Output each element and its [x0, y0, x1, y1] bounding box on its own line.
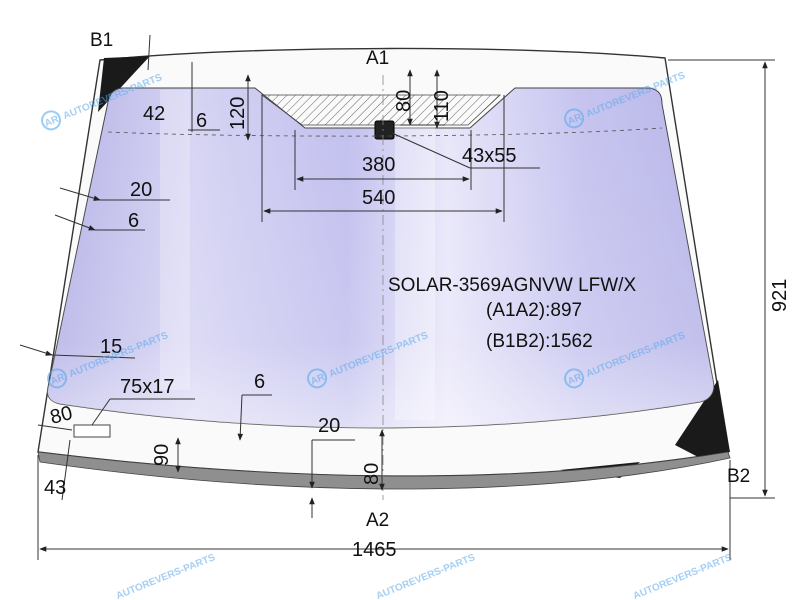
dim-leader [237, 394, 244, 441]
dim-label-42: 42 [143, 103, 165, 125]
dim-line [37, 424, 73, 431]
dim-leader [51, 354, 136, 359]
point-label-b1: B1 [90, 30, 113, 51]
watermark-logo: AR [43, 114, 61, 130]
dim-label-6-left: 6 [128, 210, 139, 232]
watermark-logo: AR [566, 372, 584, 388]
watermark: AUTOREVERS-PARTS [115, 552, 217, 600]
dim-label-6-bottom: 6 [254, 371, 265, 393]
dim-label-120: 120 [227, 97, 249, 130]
b1b2-distance: (B1B2):1562 [486, 331, 593, 352]
point-label-b2: B2 [727, 466, 750, 487]
bottom-band [37, 451, 731, 490]
product-code: SOLAR-3569AGNVW LFW/X [388, 275, 636, 296]
dim-label-43: 43 [44, 477, 66, 499]
watermark-logo: AR [309, 372, 327, 388]
watermark-text: AUTOREVERS-PARTS [632, 552, 734, 600]
black-print-bottom-right [675, 380, 730, 458]
sensor-window [374, 120, 395, 140]
dim-label-1465: 1465 [352, 539, 397, 561]
dim-leader [91, 398, 111, 426]
dim-label-80-top: 80 [393, 90, 415, 112]
vin-window [73, 424, 111, 438]
dim-leader [59, 187, 101, 201]
dim-label-6-top: 6 [196, 110, 207, 132]
watermark-logo: AR [566, 112, 584, 128]
dim-line [61, 439, 71, 501]
dim-label-380: 380 [362, 154, 395, 176]
point-label-a1: A1 [366, 48, 389, 69]
watermark-logo-icon [41, 110, 62, 131]
dim-label-80-left: 80 [48, 402, 75, 429]
dim-label-90: 90 [151, 444, 173, 466]
light-streak [160, 90, 190, 390]
dim-label-80-bottom: 80 [361, 463, 383, 485]
dim-label-43x55: 43x55 [462, 145, 517, 167]
dim-label-20-left: 20 [130, 179, 152, 201]
tinted-area-highlight [47, 88, 714, 428]
watermark: AUTOREVERS-PARTS [632, 552, 734, 600]
dim-label-15: 15 [100, 336, 122, 358]
watermark-logo-icon [47, 368, 68, 389]
shade-band-line [107, 127, 663, 137]
dim-label-110: 110 [431, 90, 453, 122]
watermark-text: AUTOREVERS-PARTS [115, 552, 217, 600]
dim-leader [54, 214, 96, 231]
watermark-logo: AR [49, 372, 67, 388]
dim-leader [19, 344, 53, 356]
light-streak [395, 90, 435, 420]
dim-leader [391, 132, 471, 169]
dim-label-540: 540 [362, 187, 395, 209]
dim-line [147, 34, 151, 71]
a1a2-distance: (A1A2):897 [486, 300, 582, 321]
point-label-a2: A2 [366, 510, 389, 531]
dim-label-20-bottom: 20 [318, 415, 340, 437]
watermark-logo-icon [564, 108, 585, 129]
dim-label-75x17: 75x17 [120, 376, 175, 398]
hatched-band [260, 94, 502, 126]
dim-label-921: 921 [769, 279, 791, 312]
